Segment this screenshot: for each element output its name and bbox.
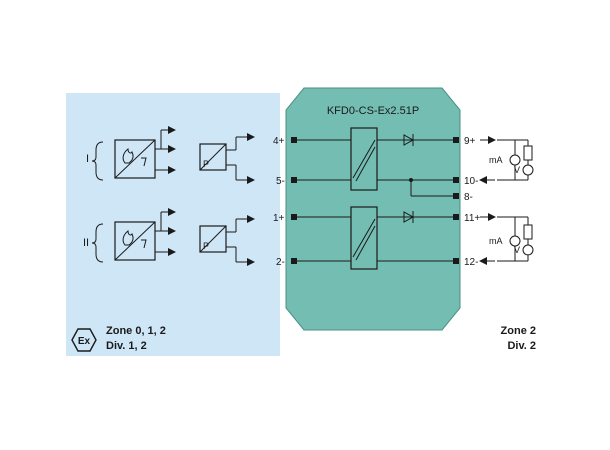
current-unit-label: mA	[489, 155, 503, 165]
channel-1-module-wiring: 4+ 5- 9+ 10- 8-	[273, 127, 478, 203]
terminal-label-2: 2-	[276, 257, 285, 268]
diode-icon	[403, 134, 415, 146]
hazardous-div-label: Div. 1, 2	[106, 340, 147, 352]
load-resistor-icon	[523, 145, 533, 161]
pressure-transmitter-2: P	[199, 225, 227, 253]
terminal-label-11: 11+	[464, 213, 480, 224]
pressure-transmitter-1: P	[199, 143, 227, 171]
terminal-label-5: 5-	[276, 176, 285, 187]
voltage-unit-label: V	[514, 165, 520, 175]
ex-badge-text: Ex	[78, 336, 91, 347]
signal-arrow-icon	[141, 157, 147, 167]
flame-sensor-1	[114, 139, 156, 179]
diode-icon	[403, 211, 415, 223]
terminal-label-12: 12-	[464, 257, 478, 268]
channel-2-module-wiring: 1+ 2- 11+ 12-	[273, 206, 480, 270]
flame-sensor-2	[114, 221, 156, 261]
flame-icon	[122, 147, 134, 164]
voltage-meter-icon	[522, 244, 534, 256]
safe-zone-label: Zone 2	[501, 325, 536, 337]
ex-badge: Ex	[71, 328, 97, 352]
current-unit-label: mA	[489, 236, 503, 246]
channel-2-roman-label: II	[83, 237, 89, 249]
signal-arrow-icon	[141, 239, 147, 249]
channel-2-output-circuit: mA V	[479, 213, 534, 265]
terminal-label-10: 10-	[464, 176, 478, 187]
flame-icon	[122, 229, 134, 246]
terminal-label-8: 8-	[464, 192, 473, 203]
voltage-unit-label: V	[514, 245, 520, 255]
channel-1-hazardous-side: I P	[86, 126, 255, 184]
hazardous-zone-label: Zone 0, 1, 2	[106, 325, 166, 337]
terminal-label-4: 4+	[273, 136, 285, 147]
current-meter-icon	[509, 235, 521, 247]
channel-2-hazardous-side: II P	[83, 208, 255, 266]
hazardous-area-panel	[66, 93, 280, 356]
load-resistor-icon	[523, 224, 533, 240]
voltage-meter-icon	[522, 164, 534, 176]
channel-1-brace	[91, 141, 104, 181]
ex-hexagon-icon	[71, 328, 97, 352]
safe-div-label: Div. 2	[507, 340, 536, 352]
pressure-symbol: P	[203, 159, 209, 169]
channel-2-brace	[91, 223, 104, 263]
pressure-symbol: P	[203, 241, 209, 251]
module-model-label: KFD0-CS-Ex2.51P	[327, 105, 419, 117]
current-meter-icon	[509, 154, 521, 166]
terminal-label-9: 9+	[464, 136, 476, 147]
terminal-label-1: 1+	[273, 213, 285, 224]
channel-1-roman-label: I	[86, 153, 89, 165]
isolator-block-1	[350, 127, 378, 191]
channel-1-output-circuit: mA V	[479, 136, 534, 184]
